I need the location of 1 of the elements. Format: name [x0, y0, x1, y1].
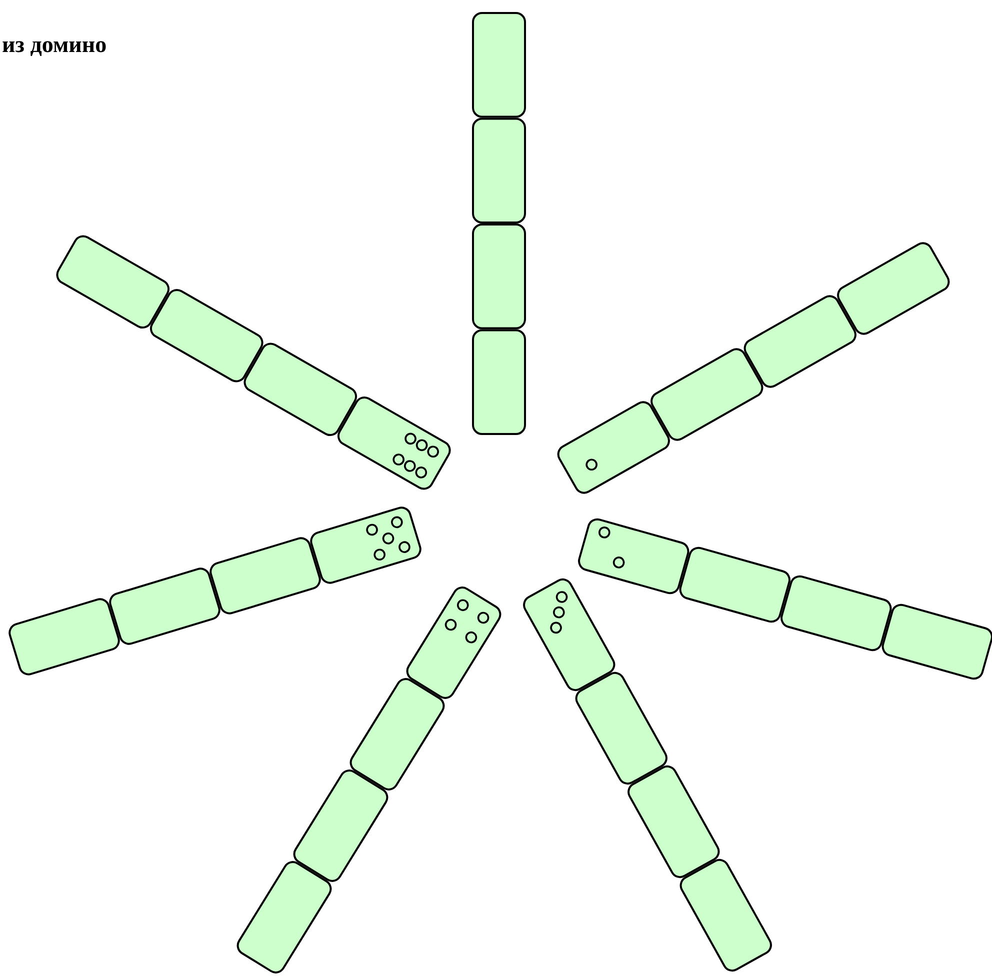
title: из домино: [2, 32, 107, 58]
